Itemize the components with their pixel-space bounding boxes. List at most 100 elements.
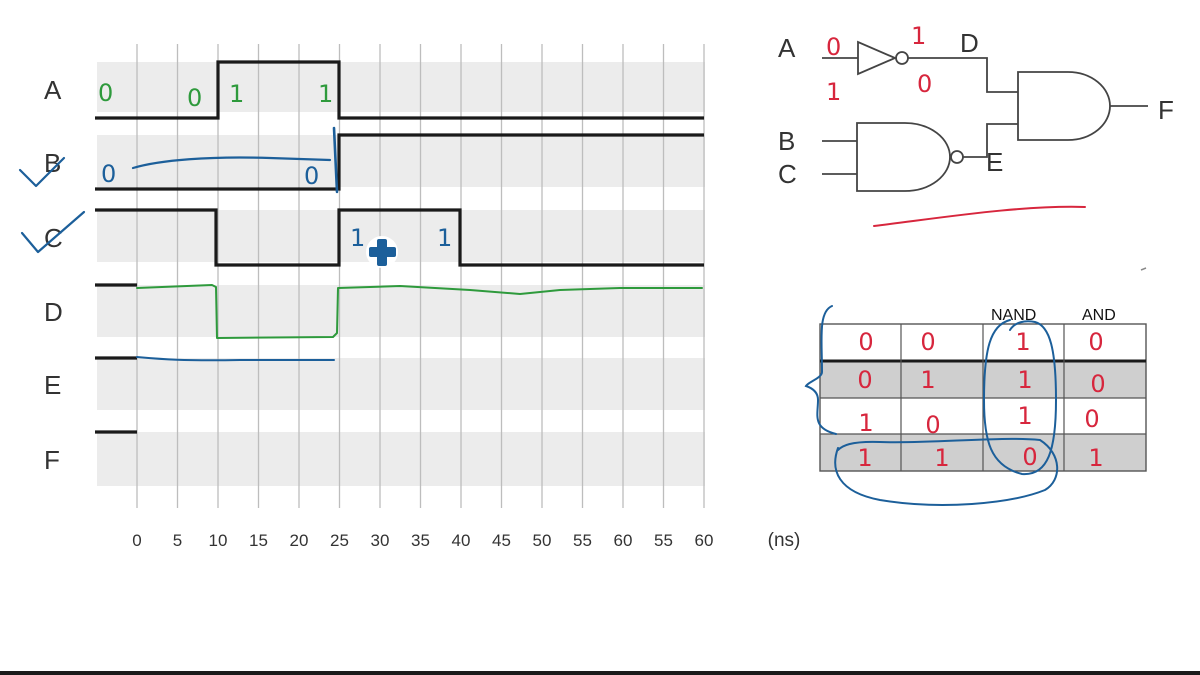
- tick-label: 30: [371, 531, 390, 550]
- signal-label-e: E: [44, 370, 61, 400]
- wire-e: [963, 123, 1018, 158]
- table-cell: 0: [858, 328, 873, 356]
- table-cells: 0 0 1 0 0 1 1 0 1 0 1 0 1 1 0 1: [857, 328, 1105, 472]
- circuit-ink: 0 1 1 0: [826, 22, 1147, 271]
- waveforms: [95, 60, 704, 434]
- circuit-label-a: A: [778, 33, 796, 63]
- table-cell: 1: [857, 444, 872, 472]
- tick-label: 60: [614, 531, 633, 550]
- ink-value: 0: [917, 70, 932, 98]
- tick-label: 0: [132, 531, 141, 550]
- table-cell: 1: [934, 444, 949, 472]
- circuit-label-f: F: [1158, 95, 1174, 125]
- ink-column-loop: [982, 319, 1058, 476]
- circuit-wiring: [822, 40, 1148, 192]
- ink-value: 0: [304, 162, 319, 190]
- ink-underline: [873, 205, 1086, 227]
- cursor-bar-v: [377, 239, 387, 266]
- tick-label: 20: [290, 531, 309, 550]
- inverter-gate: [857, 40, 898, 76]
- cursor-plus-icon: [366, 236, 398, 268]
- band-b: [97, 135, 705, 187]
- and-gate: [1017, 71, 1111, 141]
- table-cell: 0: [1022, 443, 1037, 471]
- tick-label: 10: [209, 531, 228, 550]
- tick-label: 45: [492, 531, 511, 550]
- ink-value: 1: [437, 224, 452, 252]
- waveform-b: [95, 133, 704, 191]
- ink-value: 0: [187, 84, 202, 112]
- signal-label-f: F: [44, 445, 60, 475]
- ink-value: 1: [826, 78, 841, 106]
- tick-label: 25: [330, 531, 349, 550]
- timing-diagram: A B C D E F 0 5 10 15 20 25 30 35 40: [18, 44, 800, 551]
- ink-value: 1: [911, 22, 926, 50]
- timing-ink-values: 0 0 1 1 0 0 0 1 1: [98, 79, 452, 252]
- table-cell: 0: [1090, 370, 1105, 398]
- waveform-a: [95, 60, 704, 120]
- inverter-bubble: [895, 51, 909, 65]
- circuit-label-c: C: [778, 159, 797, 189]
- tick-label: 55: [654, 531, 673, 550]
- table-ink: [804, 305, 1059, 506]
- table-cell: 1: [1017, 402, 1032, 430]
- tick-label: 35: [411, 531, 430, 550]
- signal-labels: A B C D E F: [44, 75, 63, 475]
- ink-b-trace: [131, 156, 332, 170]
- grid-lines: [136, 44, 705, 508]
- table-cell: 0: [1088, 328, 1103, 356]
- ink-value: 0: [98, 79, 113, 107]
- ink-dash: [1140, 267, 1147, 271]
- table-cell: 1: [920, 366, 935, 394]
- ink-d-trace: [136, 284, 703, 339]
- time-axis: 0 5 10 15 20 25 30 35 40 45 50 55 60 55 …: [132, 530, 800, 551]
- tick-label: 60: [695, 531, 714, 550]
- bottom-edge-bar: [0, 671, 1200, 675]
- circuit-label-b: B: [778, 126, 795, 156]
- tick-label: 40: [452, 531, 471, 550]
- waveform-c: [95, 208, 704, 267]
- band-e: [97, 358, 705, 410]
- checkmark-icon: [18, 156, 66, 188]
- tick-label: 55: [573, 531, 592, 550]
- band-c: [97, 210, 705, 262]
- tick-label: 50: [533, 531, 552, 550]
- checkmark-icon: [20, 210, 86, 254]
- nand-bubble: [950, 150, 964, 164]
- ink-e-trace: [136, 356, 335, 362]
- table-grid: [819, 323, 1147, 472]
- nand-gate: [856, 122, 951, 192]
- table-cell: 0: [920, 328, 935, 356]
- ink-value: 0: [826, 33, 841, 61]
- column-header-nand: NAND: [991, 307, 1036, 324]
- table-cell: 1: [1015, 328, 1030, 356]
- ink-value: 1: [318, 80, 333, 108]
- timing-ink: [18, 126, 703, 362]
- column-header-and: AND: [1082, 307, 1116, 324]
- truth-table: NAND AND 0 0 1 0 0 1 1 0 1 0 1 0 1: [804, 305, 1147, 506]
- band-a: [97, 62, 705, 112]
- table-cell: 0: [857, 366, 872, 394]
- tick-label: 5: [173, 531, 182, 550]
- table-cell: 1: [858, 409, 873, 437]
- circuit-label-e: E: [986, 147, 1003, 177]
- wire-d: [908, 57, 1018, 93]
- ink-brace: [804, 305, 837, 435]
- band-d: [97, 285, 705, 337]
- ink-value: 1: [229, 80, 244, 108]
- band-f: [97, 432, 705, 486]
- signal-label-b: B: [44, 148, 61, 178]
- circuit-label-d: D: [960, 28, 979, 58]
- ink-value: 1: [350, 224, 365, 252]
- time-unit-label: (ns): [768, 530, 801, 551]
- tick-label: 15: [249, 531, 268, 550]
- table-cell: 1: [1017, 366, 1032, 394]
- signal-label-d: D: [44, 297, 63, 327]
- table-cell: 0: [925, 411, 940, 439]
- row-bands: [97, 62, 705, 486]
- table-cell: 1: [1088, 444, 1103, 472]
- table-cell: 0: [1084, 405, 1099, 433]
- signal-label-a: A: [44, 75, 62, 105]
- logic-circuit: A D B C E F 0 1 1 0: [778, 22, 1174, 271]
